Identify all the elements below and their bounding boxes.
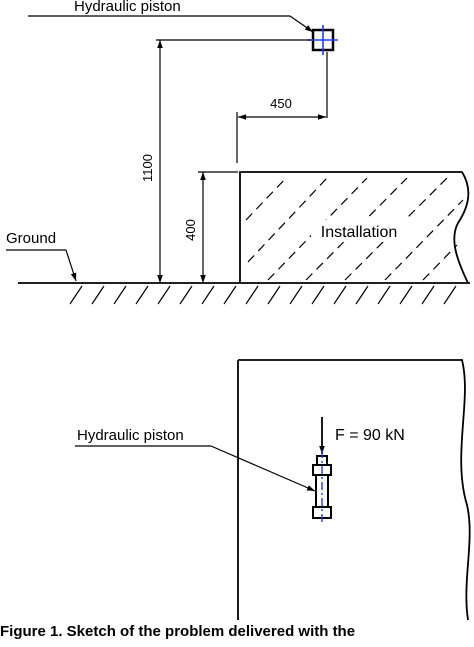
figure-caption: Figure 1. Sketch of the problem delivere… bbox=[0, 623, 356, 640]
plan-piston-leader-arrow bbox=[210, 445, 316, 492]
installation-label-bg bbox=[311, 220, 407, 242]
force-arrow-group: F = 90 kN bbox=[319, 417, 405, 454]
installation-label: Installation bbox=[321, 224, 398, 241]
top-piston-callout: Hydraulic piston bbox=[28, 0, 314, 33]
ground-leader-arrow bbox=[65, 249, 77, 282]
plan-piston-callout: Hydraulic piston bbox=[75, 427, 316, 492]
dimension-1100-value: 1100 bbox=[140, 154, 155, 182]
piston-symbol-top bbox=[308, 25, 338, 55]
plan-view: F = 90 kN Hydraulic piston bbox=[75, 359, 471, 621]
installation-hatching bbox=[245, 177, 464, 281]
ground: Ground bbox=[6, 230, 470, 305]
ground-hatching bbox=[69, 285, 457, 305]
top-piston-leader-arrow bbox=[289, 15, 314, 33]
dimension-400-value: 400 bbox=[183, 219, 198, 241]
dimension-1100: 1100 bbox=[140, 39, 311, 283]
plan-boundary bbox=[238, 359, 471, 621]
ground-label: Ground bbox=[6, 230, 56, 247]
dimension-450: 450 bbox=[236, 52, 328, 163]
dimension-450-value: 450 bbox=[270, 96, 292, 111]
piston-symbol-plan bbox=[312, 450, 332, 523]
force-label: F = 90 kN bbox=[335, 427, 405, 444]
dimension-400: 400 bbox=[183, 171, 238, 283]
top-piston-label: Hydraulic piston bbox=[74, 0, 181, 15]
plan-piston-label: Hydraulic piston bbox=[77, 427, 184, 444]
installation-block: Installation bbox=[239, 171, 470, 284]
installation-outline bbox=[239, 171, 470, 284]
side-view: Hydraulic piston 1100 450 400 bbox=[6, 0, 470, 305]
